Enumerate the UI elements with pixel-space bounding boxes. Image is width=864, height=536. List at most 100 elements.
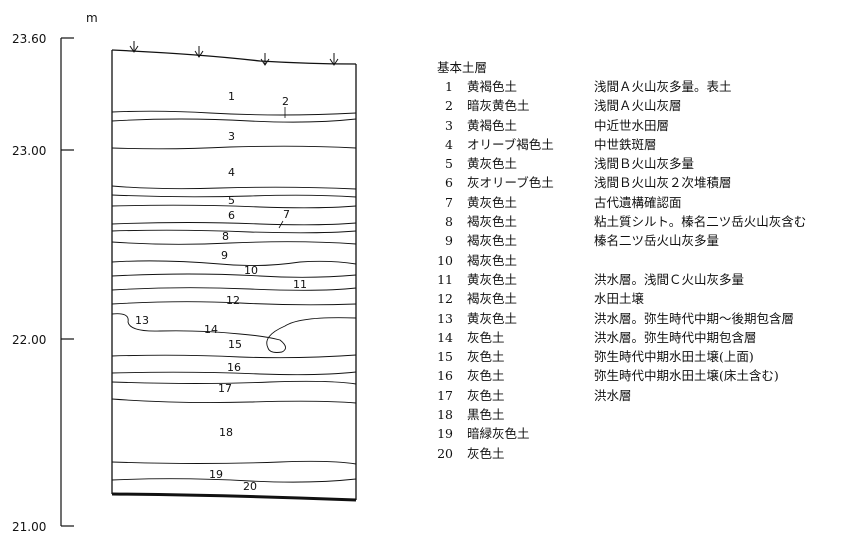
layer-label-6: 6 xyxy=(228,209,235,222)
legend-row-description: 弥生時代中期水田土壌(上面) xyxy=(594,349,754,365)
legend-row-soil: 黄灰色土 xyxy=(467,194,518,210)
legend-row-number: 6 xyxy=(445,175,453,191)
legend-row-soil: 灰色土 xyxy=(467,349,505,365)
legend-row: 14 灰色土 洪水層。弥生時代中期包含層 xyxy=(437,328,862,347)
layer-labels: 1 2 3 4 5 6 7 8 9 10 11 12 13 14 15 16 1… xyxy=(135,90,307,493)
legend-row-number: 1 xyxy=(445,79,453,94)
layer-boundaries xyxy=(111,110,357,483)
layer-label-2: 2 xyxy=(282,95,289,108)
axis-unit: m xyxy=(86,11,98,25)
layer-label-13: 13 xyxy=(135,314,149,327)
legend-row-soil: 灰オリーブ色土 xyxy=(467,175,554,191)
legend-row-number: 2 xyxy=(445,98,453,114)
tick-label-22-00: 22.00 xyxy=(12,333,46,347)
layer-label-1: 1 xyxy=(228,90,235,103)
layer-label-11: 11 xyxy=(293,278,307,291)
legend-row-number: 16 xyxy=(437,368,453,384)
legend-row-soil: 褐灰色土 xyxy=(467,291,518,307)
legend-row-description: 浅間Ａ火山灰多量。表土 xyxy=(594,79,732,94)
legend-row-description: 古代遺構確認面 xyxy=(594,194,682,210)
legend-row-description: 浅間Ｂ火山灰多量 xyxy=(594,156,695,172)
legend-row-description: 洪水層。弥生時代中期包含層 xyxy=(594,329,757,345)
legend-row-description: 洪水層。浅間Ｃ火山灰多量 xyxy=(594,271,745,287)
legend-row: 10 褐灰色土 xyxy=(437,251,862,270)
layer-label-10: 10 xyxy=(244,264,258,277)
layer-label-12: 12 xyxy=(226,294,240,307)
legend-row-description: 浅間Ａ火山灰層 xyxy=(594,98,682,114)
leader-lines xyxy=(278,107,286,229)
legend-row-soil: 黄灰色土 xyxy=(467,310,518,326)
layer-label-16: 16 xyxy=(227,361,241,374)
legend-row-description: 洪水層 xyxy=(594,387,632,403)
legend-row: 12 褐灰色土 水田土壌 xyxy=(437,289,862,308)
legend-row-description: 浅間Ｂ火山灰２次堆積層 xyxy=(594,175,732,191)
legend-title: 基本土層 xyxy=(437,60,488,75)
legend-row: 15 灰色土 弥生時代中期水田土壌(上面) xyxy=(437,347,862,366)
soil-column xyxy=(111,49,357,502)
legend-row-description: 洪水層。弥生時代中期～後期包含層 xyxy=(594,310,795,326)
layer-label-19: 19 xyxy=(209,468,223,481)
legend-row-soil: 暗灰黄色土 xyxy=(467,98,530,114)
legend-row-number: 17 xyxy=(437,387,453,403)
legend-row: 2 暗灰黄色土 浅間Ａ火山灰層 xyxy=(437,96,862,115)
legend-row-number: 7 xyxy=(445,194,453,210)
legend-row-description: 榛名二ツ岳火山灰多量 xyxy=(594,233,720,249)
legend-row-soil: 黒色土 xyxy=(467,407,505,423)
layer-label-7: 7 xyxy=(283,208,290,221)
legend-row-number: 3 xyxy=(445,117,453,133)
legend-row-number: 8 xyxy=(445,214,453,230)
legend-row-soil: 褐灰色土 xyxy=(467,233,518,249)
legend-row-soil: 褐灰色土 xyxy=(467,214,518,230)
legend-row: 13 黄灰色土 洪水層。弥生時代中期～後期包含層 xyxy=(437,309,862,328)
legend-row: 5 黄灰色土 浅間Ｂ火山灰多量 xyxy=(437,154,862,173)
layer-label-17: 17 xyxy=(218,382,232,395)
legend-row-soil: 灰色土 xyxy=(467,329,505,345)
legend-row-number: 13 xyxy=(437,310,453,326)
legend-row-number: 20 xyxy=(437,445,453,461)
surface-arrows xyxy=(129,41,339,66)
legend-row-number: 14 xyxy=(437,329,453,345)
legend-row: 8 褐灰色土 粘土質シルト。榛名二ツ岳火山灰含む xyxy=(437,212,862,231)
elevation-axis xyxy=(60,37,74,527)
legend-row-description: 水田土壌 xyxy=(594,291,645,307)
layer-label-18: 18 xyxy=(219,426,233,439)
legend-row-description: 中世鉄斑層 xyxy=(594,136,657,152)
tick-label-23-60: 23.60 xyxy=(12,32,46,46)
legend-row-soil: 黄褐色土 xyxy=(467,117,518,133)
legend-row: 1 黄褐色土 浅間Ａ火山灰多量。表土 xyxy=(437,77,862,96)
tick-label-21-00: 21.00 xyxy=(12,520,46,534)
legend-row-soil: 灰色土 xyxy=(467,387,505,403)
legend-row-number: 10 xyxy=(437,252,453,268)
legend-row-soil: 灰色土 xyxy=(467,368,505,384)
legend-row-soil: 黄褐色土 xyxy=(467,79,518,94)
layer-label-5: 5 xyxy=(228,194,235,207)
layer-label-14: 14 xyxy=(204,323,218,336)
legend-row: 7 黄灰色土 古代遺構確認面 xyxy=(437,193,862,212)
layer-label-3: 3 xyxy=(228,130,235,143)
legend-row-soil: 褐灰色土 xyxy=(467,252,518,268)
layer-label-8: 8 xyxy=(222,230,229,243)
legend-row-number: 5 xyxy=(445,156,453,172)
legend-row-description: 粘土質シルト。榛名二ツ岳火山灰含む xyxy=(594,214,807,230)
legend-row-description: 中近世水田層 xyxy=(594,117,670,133)
layer-label-20: 20 xyxy=(243,480,257,493)
legend-row-number: 11 xyxy=(437,271,453,287)
tick-label-23-00: 23.00 xyxy=(12,144,46,158)
legend-row-soil: オリーブ褐色土 xyxy=(467,136,554,152)
legend-row: 6 灰オリーブ色土 浅間Ｂ火山灰２次堆積層 xyxy=(437,173,862,192)
legend-row-number: 19 xyxy=(437,426,453,442)
legend-row-number: 12 xyxy=(437,291,453,307)
layer-label-15: 15 xyxy=(228,338,242,351)
legend-row: 17 灰色土 洪水層 xyxy=(437,386,862,405)
legend-row-number: 15 xyxy=(437,349,453,365)
legend-row-soil: 黄灰色土 xyxy=(467,156,518,172)
